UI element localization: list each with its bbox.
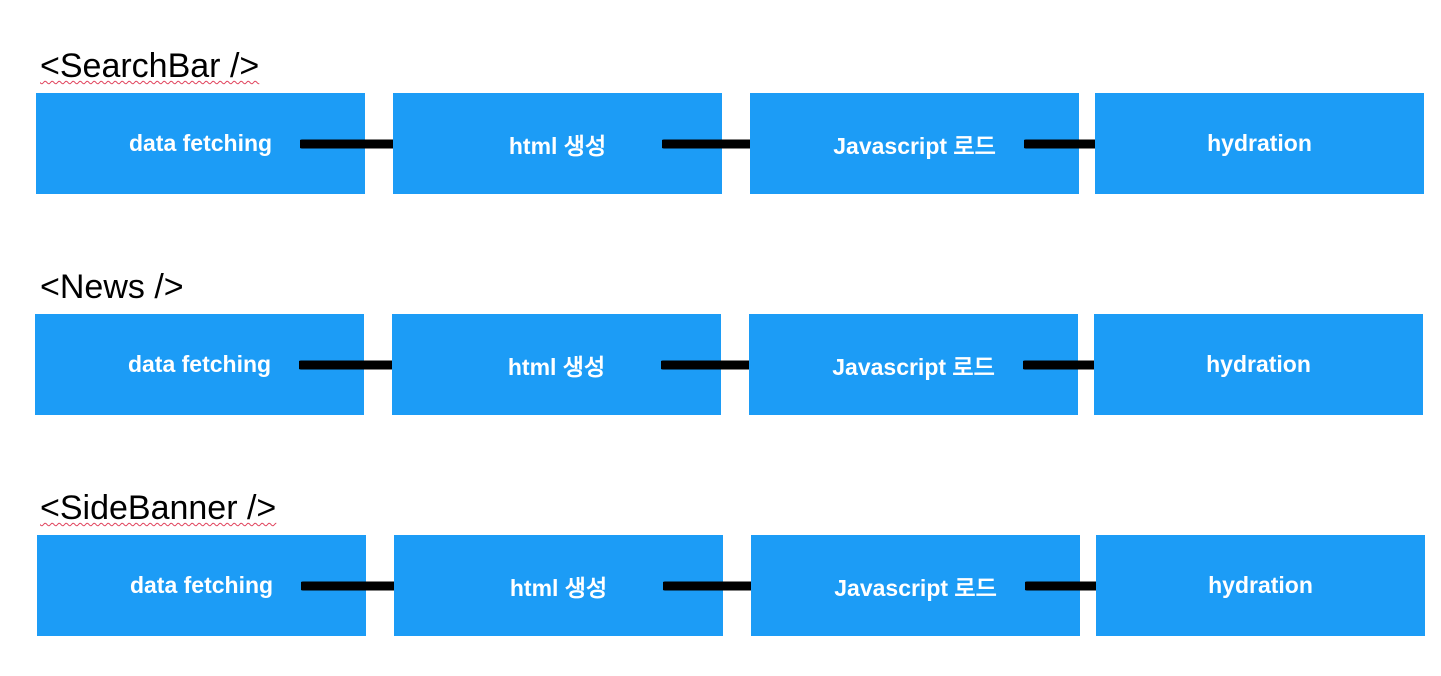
component-title: <SearchBar /> — [40, 47, 260, 85]
step-label: data fetching — [128, 130, 273, 156]
step-label: hydration — [1208, 572, 1313, 598]
step-box-html: html 생성 — [393, 93, 722, 194]
step-label: html 생성 — [507, 353, 606, 380]
component-title: <SideBanner /> — [40, 489, 277, 527]
step-label: Javascript 로드 — [832, 353, 995, 380]
step-label: Javascript 로드 — [833, 132, 996, 159]
step-label: html 생성 — [509, 574, 608, 601]
step-box-hydration: hydration — [1094, 314, 1423, 415]
step-label: hydration — [1206, 351, 1311, 377]
step-box-javascript: Javascript 로드 — [750, 93, 1079, 194]
step-label: data fetching — [127, 351, 272, 377]
component-title: <News /> — [40, 268, 184, 306]
step-label: hydration — [1207, 130, 1312, 156]
step-box-hydration: hydration — [1095, 93, 1424, 194]
step-label: Javascript 로드 — [834, 574, 997, 601]
row-sidebanner: <SideBanner /> data fetching html 생성 Jav… — [0, 488, 1441, 648]
step-label: html 생성 — [508, 132, 607, 159]
step-box-javascript: Javascript 로드 — [749, 314, 1078, 415]
step-box-hydration: hydration — [1096, 535, 1425, 636]
step-label: data fetching — [129, 572, 274, 598]
row-news: <News /> data fetching html 생성 Javascrip… — [0, 267, 1441, 427]
row-searchbar: <SearchBar /> data fetching html 생성 Java… — [0, 46, 1441, 206]
